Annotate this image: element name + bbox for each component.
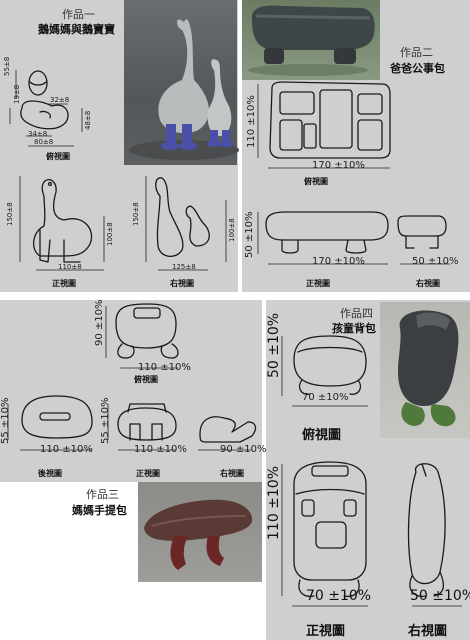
work4-top-height-label: 50 ±10% bbox=[266, 312, 282, 378]
work4-front-height-label: 110 ±10% bbox=[266, 465, 282, 540]
work4-right-view-label: 右視圖 bbox=[408, 624, 448, 639]
work4-front-width-label: 70 ±10% bbox=[306, 588, 372, 604]
work4-title-name: 孩童背包 bbox=[332, 322, 376, 335]
work3-title-name: 媽媽手提包 bbox=[72, 504, 127, 517]
work2-top-width-label: 170 ±10% bbox=[312, 160, 365, 171]
work2-front-width-label: 170 ±10% bbox=[312, 256, 365, 267]
work2-top-height-label: 110 ±10% bbox=[246, 95, 257, 148]
work1-top-view-sketch bbox=[9, 70, 83, 147]
work3-right-view-label: 右視圖 bbox=[220, 469, 244, 478]
work3-back-width-label: 110 ±10% bbox=[40, 444, 93, 455]
work2-title-name: 爸爸公事包 bbox=[390, 62, 445, 75]
work1-right-body-height-label: 100±8 bbox=[228, 218, 236, 242]
work4-sketch bbox=[281, 335, 462, 607]
work4-top-width-label: 70 ±10% bbox=[302, 392, 349, 403]
work2-right-width-label: 50 ±10% bbox=[412, 256, 459, 267]
work2-top-view-label: 俯視圖 bbox=[304, 177, 328, 186]
work3-handbag-photo bbox=[138, 482, 262, 582]
work1-goose-photo bbox=[124, 0, 239, 165]
work1-dim-head-width: 32±8 bbox=[50, 96, 70, 104]
work1-dim-total-width: 80±8 bbox=[34, 138, 54, 146]
work2-top-view-sketch bbox=[257, 81, 450, 265]
work1-front-view-label: 正視圖 bbox=[52, 279, 76, 288]
work1-title-name: 鵝媽媽與鵝寶寶 bbox=[38, 23, 115, 36]
work1-front-right-sketch bbox=[19, 176, 227, 271]
work3-title-number: 作品三 bbox=[86, 488, 119, 501]
work3-front-view-label: 正視圖 bbox=[136, 469, 160, 478]
work2-briefcase-photo bbox=[242, 0, 380, 80]
work3-right-width-label: 90 ±10% bbox=[220, 444, 267, 455]
work1-top-view-label: 俯視圖 bbox=[46, 152, 70, 161]
work4-right-width-label: 50 ±10% bbox=[410, 588, 470, 604]
work3-back-view-label: 後視圖 bbox=[38, 469, 62, 478]
work2-front-height-label: 50 ±10% bbox=[244, 211, 255, 258]
work3-panel bbox=[0, 300, 262, 482]
work4-backpack-photo bbox=[380, 302, 470, 438]
work1-dim-body-width: 34±8 bbox=[28, 130, 48, 138]
work1-front-height-label: 150±8 bbox=[6, 202, 14, 226]
work3-top-height-label: 90 ±10% bbox=[94, 299, 105, 346]
work1-right-view-label: 右視圖 bbox=[170, 279, 194, 288]
work1-front-body-height-label: 100±8 bbox=[106, 222, 114, 246]
work1-right-height-label: 150±8 bbox=[132, 202, 140, 226]
work4-title-number: 作品四 bbox=[340, 307, 373, 320]
work3-front-width-label: 110 ±10% bbox=[134, 444, 187, 455]
work4-top-view-label: 俯視圖 bbox=[302, 428, 342, 443]
work3-top-view-label: 俯視圖 bbox=[134, 375, 158, 384]
work3-front-height-label: 55 ±10% bbox=[100, 397, 111, 444]
work1-title-number: 作品一 bbox=[62, 8, 95, 21]
work3-back-height-label: 55 ±10% bbox=[0, 397, 11, 444]
work3-sketch bbox=[7, 303, 257, 451]
work1-right-width-label: 125±8 bbox=[172, 263, 196, 271]
work2-right-view-label: 右視圖 bbox=[416, 279, 440, 288]
work2-title-number: 作品二 bbox=[400, 46, 433, 59]
work3-top-width-label: 110 ±10% bbox=[138, 362, 191, 373]
work2-front-view-label: 正視圖 bbox=[306, 279, 330, 288]
work4-front-view-label: 正視圖 bbox=[306, 624, 346, 639]
work1-front-width-label: 110±8 bbox=[58, 263, 82, 271]
